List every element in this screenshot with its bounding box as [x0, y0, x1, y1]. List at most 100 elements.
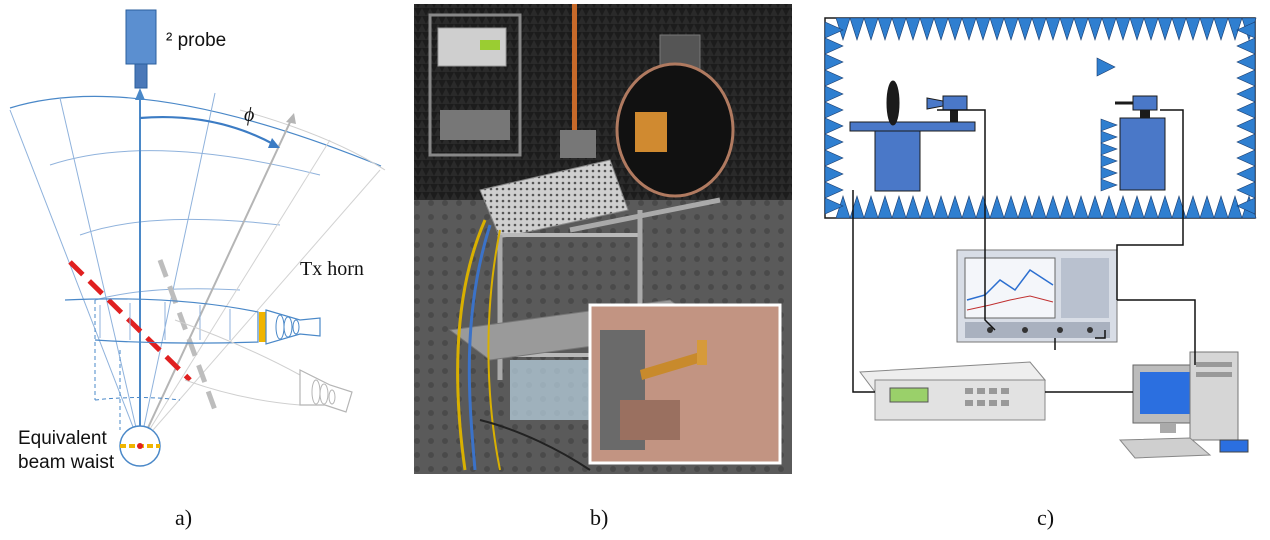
absorber-cone — [824, 85, 844, 103]
absorber-cone — [933, 195, 949, 219]
absorber-cone — [863, 17, 879, 41]
absorber-cone — [1157, 17, 1173, 41]
absorber-cone — [1236, 197, 1256, 215]
rotated-axis — [139, 117, 293, 446]
absorber-cone — [989, 17, 1005, 41]
absorber-cone — [877, 195, 893, 219]
arc-4 — [94, 288, 241, 301]
absorber-cone — [1087, 17, 1103, 41]
absorber-cone — [1236, 133, 1256, 151]
absorber-cone — [863, 195, 879, 219]
absorber-cone — [905, 195, 921, 219]
absorber-cone — [1073, 195, 1089, 219]
vector-network-analyzer — [956, 249, 1118, 343]
absorber-cone — [933, 17, 949, 41]
absorber-cone — [1115, 195, 1131, 219]
absorber-cone — [1017, 17, 1033, 41]
motion-controller — [859, 361, 1047, 421]
absorber-cone — [961, 195, 977, 219]
absorber-cone — [1236, 37, 1256, 55]
absorber-cone — [1171, 195, 1187, 219]
probe-stem — [134, 63, 148, 89]
absorber-cone — [1227, 195, 1243, 219]
absorber-cones-left — [824, 21, 844, 215]
tx-horn-label: Tx horn — [300, 258, 364, 280]
absorber-cone — [1031, 195, 1047, 219]
photo-svg — [414, 4, 792, 474]
lens — [886, 80, 900, 126]
caption-a: a) — [175, 505, 193, 530]
absorber-cone — [1236, 181, 1256, 199]
absorber-cone — [1101, 195, 1117, 219]
absorber-cone — [1059, 195, 1075, 219]
tx-pedestal — [1119, 117, 1166, 191]
absorber-cone — [1059, 17, 1075, 41]
absorber-cone — [961, 17, 977, 41]
absorber-cone — [1213, 195, 1229, 219]
geometry-svg — [9, 9, 386, 467]
absorber-cone — [891, 195, 907, 219]
absorber-cone — [824, 21, 844, 39]
absorber-cone — [1236, 117, 1256, 135]
absorber-cone — [975, 17, 991, 41]
absorber-cone — [1096, 57, 1116, 77]
absorber-cones-top — [835, 17, 1257, 41]
caption-c: c) — [1037, 505, 1055, 530]
absorber-cone — [877, 17, 893, 41]
absorber-cone — [919, 195, 935, 219]
grey-arc-1 — [239, 109, 386, 171]
panel-a-geometry-diagram: ² probe ϕ Tx horn Equivalent beam waist … — [0, 0, 400, 540]
absorber-cone — [1236, 53, 1256, 71]
absorber-cone — [975, 195, 991, 219]
absorber-cone — [1045, 195, 1061, 219]
outer-arc — [9, 95, 382, 167]
absorber-cone — [849, 195, 865, 219]
absorber-cone — [1003, 17, 1019, 41]
absorber-cone — [1236, 85, 1256, 103]
reflector — [615, 62, 735, 198]
absorber-cone — [849, 17, 865, 41]
arc-3 — [79, 218, 281, 236]
beam-waist-label-line1: Equivalent — [18, 428, 107, 449]
absorber-cone — [947, 195, 963, 219]
absorber-cone — [1199, 195, 1215, 219]
absorber-cone — [989, 195, 1005, 219]
absorber-cone — [919, 17, 935, 41]
absorber-cone — [1073, 17, 1089, 41]
probe-label: ² probe — [166, 30, 227, 51]
rx-probe — [942, 95, 968, 111]
absorber-cones-bottom — [835, 195, 1257, 219]
absorber-cone — [1143, 17, 1159, 41]
schematic-svg — [824, 17, 1257, 459]
absorber-cone — [1129, 17, 1145, 41]
phi-arc — [139, 115, 276, 146]
absorber-cone — [1017, 195, 1033, 219]
absorber-cone — [1003, 195, 1019, 219]
absorber-cone — [947, 17, 963, 41]
rx-pedestal — [874, 130, 921, 192]
absorber-cone — [1236, 165, 1256, 183]
absorber-cones-right — [1096, 21, 1256, 215]
absorber-cone — [824, 181, 844, 199]
rx-table — [849, 121, 976, 132]
absorber-cone — [1185, 195, 1201, 219]
absorber-cone — [891, 17, 907, 41]
absorber-cone — [824, 53, 844, 71]
absorber-cone — [824, 149, 844, 167]
absorber-cone — [824, 37, 844, 55]
absorber-cone — [1236, 149, 1256, 167]
tx-probe — [1132, 95, 1158, 111]
absorber-cone — [1213, 17, 1229, 41]
absorber-cone — [1100, 154, 1118, 168]
absorber-cone — [824, 69, 844, 87]
beam-waist-label-line2: beam waist — [18, 452, 115, 473]
absorber-cone — [1157, 195, 1173, 219]
absorber-cone — [1115, 17, 1131, 41]
absorber-cone — [1185, 17, 1201, 41]
panel-c-schematic: c) — [815, 0, 1270, 540]
panel-b-setup-photo: b) — [410, 0, 795, 540]
absorber-cone — [1236, 21, 1256, 39]
absorber-cone — [1199, 17, 1215, 41]
absorber-cone — [1101, 17, 1117, 41]
probe-body — [125, 9, 157, 65]
